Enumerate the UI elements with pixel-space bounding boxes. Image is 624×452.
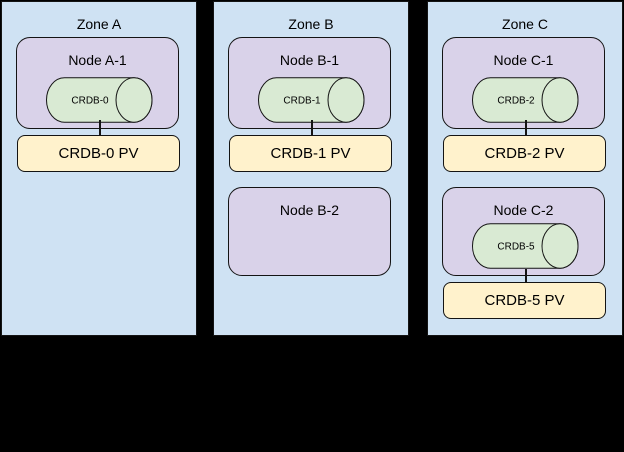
node-title: Node B-1 [279, 52, 340, 68]
pv-label: CRDB-2 PV [484, 145, 565, 162]
pv-label: CRDB-1 PV [270, 145, 351, 162]
database-cylinder-icon: CRDB-1 [258, 77, 365, 123]
zone-a: Zone A Node A-1 CRDB-0 CRDB-0 PV [1, 1, 197, 336]
node-title: Node C-2 [493, 202, 554, 218]
zone-b: Zone B Node B-1 CRDB-1 CRDB-1 PV Node B-… [213, 1, 409, 336]
connector-line [311, 120, 313, 136]
database-label: CRDB-1 [283, 96, 321, 107]
node-b2: Node B-2 [228, 187, 391, 276]
database-label: CRDB-5 [497, 242, 535, 253]
zone-title: Zone B [288, 16, 334, 32]
node-c2: Node C-2 CRDB-5 [442, 187, 605, 276]
zone-title: Zone A [76, 16, 122, 32]
pv-box: CRDB-0 PV [17, 135, 180, 172]
node-c1: Node C-1 CRDB-2 [442, 37, 605, 129]
node-title: Node C-1 [493, 52, 554, 68]
zone-title: Zone C [502, 16, 548, 32]
pv-box: CRDB-5 PV [443, 282, 606, 319]
pv-box: CRDB-2 PV [443, 135, 606, 172]
connector-line [525, 120, 527, 136]
connector-line [525, 269, 527, 284]
pv-label: CRDB-0 PV [58, 145, 139, 162]
connector-line [99, 120, 101, 136]
database-cylinder-icon: CRDB-0 [46, 77, 153, 123]
pv-box: CRDB-1 PV [229, 135, 392, 172]
database-cylinder-icon: CRDB-5 [472, 223, 579, 269]
node-a1: Node A-1 CRDB-0 [16, 37, 179, 129]
database-label: CRDB-0 [71, 96, 109, 107]
node-title: Node B-2 [279, 202, 340, 218]
database-label: CRDB-2 [497, 96, 535, 107]
node-title: Node A-1 [68, 52, 127, 68]
database-cylinder-icon: CRDB-2 [472, 77, 579, 123]
node-b1: Node B-1 CRDB-1 [228, 37, 391, 129]
zone-c: Zone C Node C-1 CRDB-2 CRDB-2 PV Node C-… [427, 1, 623, 336]
pv-label: CRDB-5 PV [484, 292, 565, 309]
